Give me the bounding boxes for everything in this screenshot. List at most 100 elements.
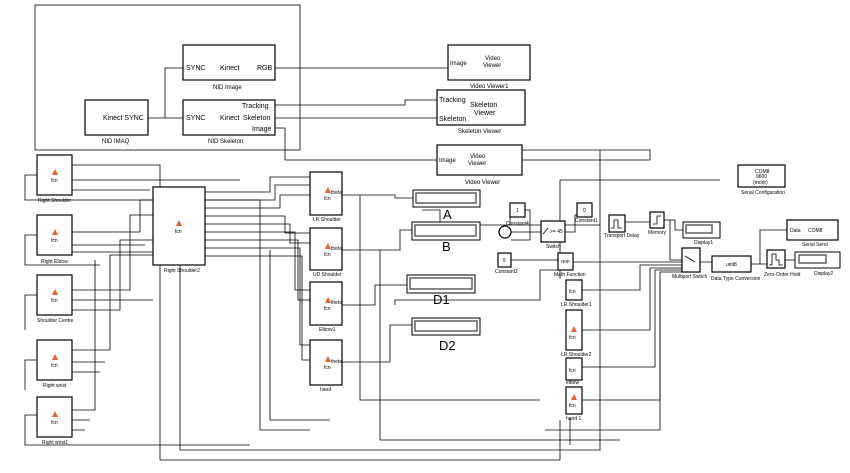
display1-block[interactable]: Display1 bbox=[682, 221, 721, 246]
display-d2[interactable]: D2 bbox=[411, 317, 481, 353]
block-label: LR Shoulder bbox=[313, 217, 341, 223]
matlab-icon bbox=[325, 243, 331, 249]
block-text: rem bbox=[561, 259, 570, 265]
block-text: uint8 bbox=[726, 262, 737, 268]
block-label: Constant1 bbox=[575, 218, 598, 224]
fcn-block-elbow1[interactable]: fcn theta Elbow1 bbox=[309, 281, 343, 333]
block-text: fcn bbox=[51, 178, 58, 184]
block-label: Data Type Conversion bbox=[711, 276, 761, 282]
fcn-block-right-elbow[interactable]: fcn Right Elbow bbox=[36, 214, 73, 265]
block-text: 9600 bbox=[756, 174, 767, 180]
block-label: LR Shoulder1 bbox=[561, 302, 592, 308]
fcn-block-ud-shoulder[interactable]: fcn theta UD Shoulder bbox=[309, 227, 343, 278]
block-label: Switch bbox=[546, 244, 561, 250]
block-label: Display2 bbox=[814, 271, 833, 277]
block-text: Video bbox=[485, 56, 501, 62]
constant2-block[interactable]: 5 Constant2 bbox=[495, 252, 518, 275]
block-label: UD Shoulder bbox=[313, 272, 342, 278]
data-type-conversion-block[interactable]: uint8 Data Type Conversion bbox=[711, 255, 761, 282]
fcn-block-right-wrist[interactable]: fcn Right wrist bbox=[36, 339, 73, 389]
block-text: fcn bbox=[569, 368, 576, 374]
fcn-block-lr-shoulder1[interactable]: fcn LR Shoulder1 bbox=[561, 279, 592, 308]
block-label: Elbow1 bbox=[319, 327, 336, 333]
block-label: Right Elbow bbox=[41, 259, 68, 265]
display-a[interactable]: A bbox=[412, 189, 481, 222]
block-text: fcn bbox=[324, 365, 331, 371]
block-text: fcn bbox=[324, 196, 331, 202]
matlab-icon bbox=[52, 169, 58, 175]
block-text: Viewer bbox=[474, 110, 496, 117]
fcn-block-elbow[interactable]: fcn elbow bbox=[565, 357, 583, 386]
block-text: Kinect SYNC bbox=[103, 115, 144, 122]
multiport-switch-block[interactable]: Multiport Switch bbox=[672, 247, 708, 280]
block-text: fcn bbox=[324, 252, 331, 258]
block-label: D2 bbox=[439, 338, 456, 353]
block-label: D1 bbox=[433, 292, 450, 307]
block-label: Zero-Order Hold bbox=[764, 272, 801, 278]
block-label: Right Shoulder2 bbox=[164, 268, 200, 274]
block-text: 0 bbox=[583, 208, 586, 214]
port-label: Image bbox=[252, 126, 272, 133]
block-label: Memory bbox=[648, 230, 667, 236]
block-label: Skeleton Viewer bbox=[458, 129, 501, 135]
math-function-block[interactable]: rem Math Function bbox=[554, 252, 586, 278]
display-b[interactable]: B bbox=[411, 221, 481, 254]
block-text: Skeleton bbox=[470, 102, 497, 109]
constant4-block[interactable]: 1 Constant4 bbox=[506, 202, 529, 227]
port-label: Image bbox=[439, 158, 456, 164]
nid-skeleton-block[interactable]: SYNC Kinect Tracking Skeleton Image NID … bbox=[182, 99, 276, 145]
switch-icon bbox=[542, 227, 549, 235]
memory-block[interactable]: Memory bbox=[648, 211, 667, 236]
matlab-icon bbox=[52, 411, 58, 417]
signal-wires bbox=[24, 4, 795, 461]
serial-configuration-block[interactable]: COM8 9600 (more) Serial Configuration bbox=[737, 164, 786, 196]
block-label: hand bbox=[320, 387, 331, 393]
port-label: Data bbox=[790, 228, 801, 234]
display-d1[interactable]: D1 bbox=[406, 274, 476, 307]
block-label: Transport Delay bbox=[604, 233, 640, 239]
switch-block[interactable]: >= 45 Switch bbox=[540, 220, 566, 250]
transport-delay-block[interactable]: Transport Delay bbox=[604, 214, 640, 239]
nid-imaq-block[interactable]: Kinect SYNC NID IMAQ bbox=[84, 99, 149, 145]
block-text: fcn bbox=[51, 238, 58, 244]
skeleton-viewer-block[interactable]: Tracking Skeleton Skeleton Viewer Skelet… bbox=[436, 89, 526, 135]
fcn-block-shoulder-centre[interactable]: fcn Shoulder Centre bbox=[36, 274, 74, 324]
port-label: theta bbox=[331, 246, 342, 252]
serial-send-block[interactable]: Data COM8 Serial Send bbox=[786, 219, 839, 248]
matlab-icon bbox=[325, 356, 331, 362]
fcn-block-lr-shoulder[interactable]: fcn theta LR Shoulder bbox=[309, 171, 343, 223]
block-text: Kinect bbox=[220, 65, 240, 72]
constant1-block[interactable]: 0 Constant1 bbox=[575, 202, 598, 224]
port-label: Tracking bbox=[242, 103, 269, 110]
block-text: fcn bbox=[51, 420, 58, 426]
video-viewer1-block[interactable]: Image Video Viewer Video Viewer1 bbox=[447, 44, 531, 90]
block-text: (more) bbox=[753, 180, 768, 186]
block-label: A bbox=[443, 207, 452, 222]
fcn-block-lr-shoulder2[interactable]: fcn LR Shoulder2 bbox=[561, 309, 592, 358]
port-label: SYNC bbox=[186, 65, 205, 72]
block-label: Video Viewer bbox=[465, 180, 500, 186]
block-label: Serial Configuration bbox=[741, 190, 785, 196]
zero-order-hold-block[interactable]: Zero-Order Hold bbox=[764, 249, 801, 278]
block-label: hand 1 bbox=[566, 416, 582, 422]
nid-image-block[interactable]: SYNC Kinect RGB NID Image bbox=[182, 44, 276, 91]
display2-block[interactable]: Display2 bbox=[794, 251, 841, 277]
matlab-icon bbox=[52, 229, 58, 235]
port-label: Tracking bbox=[439, 97, 466, 104]
fcn-block-right-shoulder2[interactable]: fcn Right Shoulder2 bbox=[152, 186, 206, 274]
block-label: Serial Send bbox=[802, 242, 828, 248]
fcn-block-right-wrist1[interactable]: fcn Right wrist1 bbox=[36, 396, 73, 446]
fcn-block-right-shoulder[interactable]: fcn Right Shoulder bbox=[36, 154, 73, 204]
fcn-block-hand[interactable]: fcn theta hand bbox=[309, 339, 343, 393]
block-label: elbow bbox=[566, 380, 579, 386]
block-label: Right wrist1 bbox=[42, 440, 68, 446]
block-text: fcn bbox=[569, 335, 576, 341]
video-viewer-block[interactable]: Image Video Viewer Video Viewer bbox=[436, 144, 523, 186]
delay-icon bbox=[611, 219, 622, 229]
block-label: Right Shoulder bbox=[38, 198, 71, 204]
fcn-block-hand-1[interactable]: fcn hand 1 bbox=[565, 386, 583, 422]
block-label: B bbox=[442, 239, 451, 254]
port-label: Image bbox=[450, 61, 467, 67]
sum-block[interactable] bbox=[498, 225, 512, 239]
